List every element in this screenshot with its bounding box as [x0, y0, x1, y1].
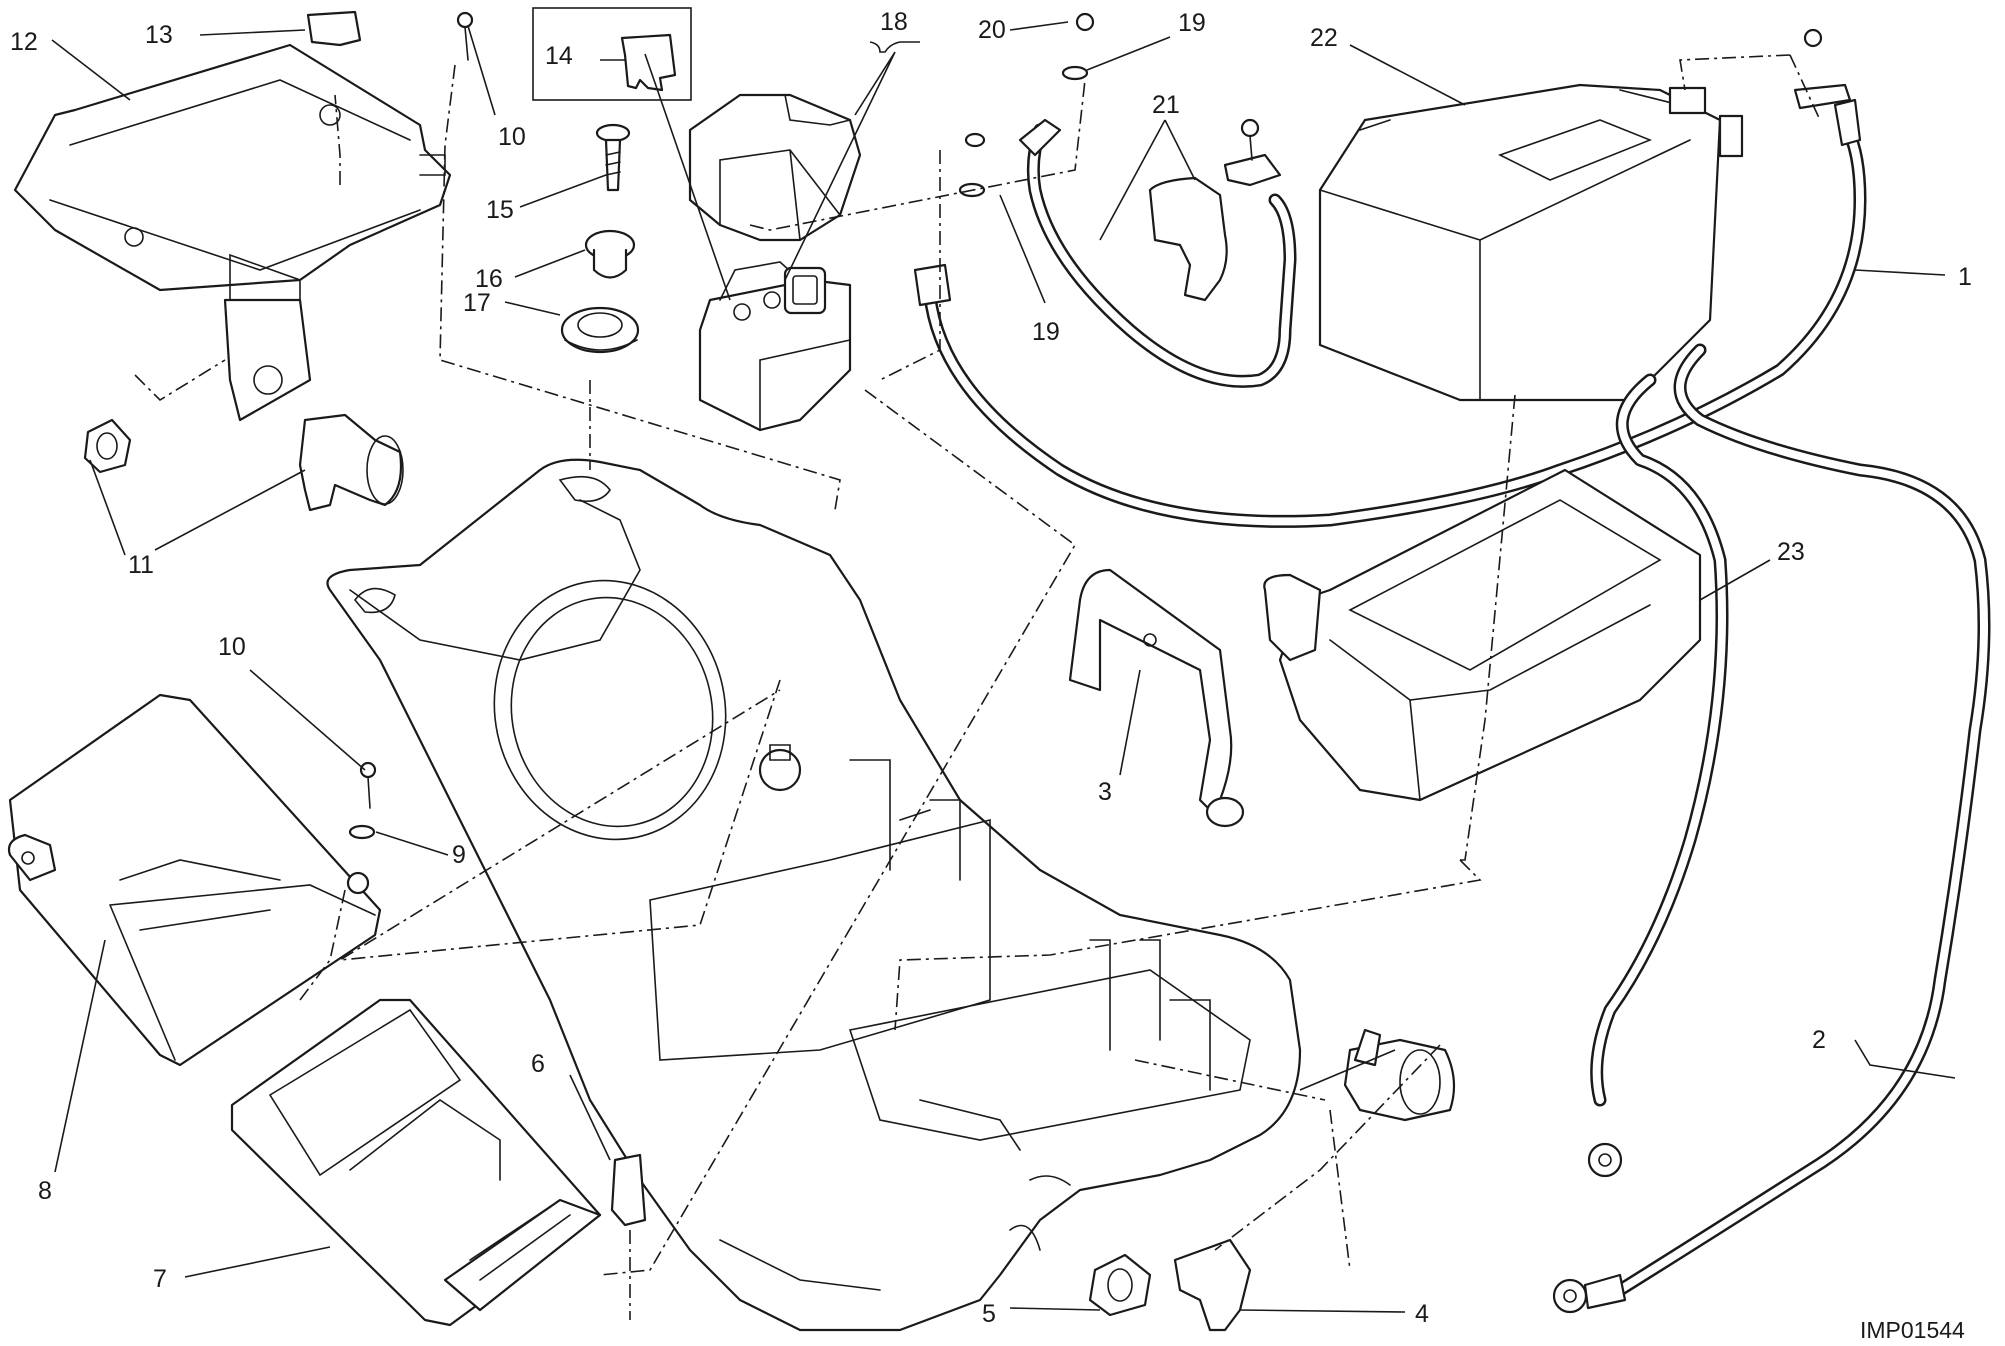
module-7	[230, 998, 602, 1327]
callout-10-top: 10	[498, 123, 526, 151]
callout-18: 18	[880, 8, 908, 36]
callout-9: 9	[452, 841, 466, 869]
callout-7: 7	[153, 1265, 167, 1293]
callout-13: 13	[145, 21, 173, 49]
callout-14: 14	[545, 42, 573, 70]
cable-21	[958, 12, 1282, 302]
callout-23: 23	[1777, 538, 1805, 566]
callout-15: 15	[486, 196, 514, 224]
callout-20: 20	[978, 16, 1006, 44]
callout-12: 12	[10, 28, 38, 56]
callouts: 1 2 3 4 5 6 7 8 9 10 10 11 12 13 14 15 1…	[10, 8, 1972, 1343]
callout-19-lower: 19	[1032, 318, 1060, 346]
control-unit-8	[7, 693, 382, 1067]
assembly-lines	[134, 54, 1821, 1320]
callout-16: 16	[475, 265, 503, 293]
relay-cover-18	[688, 93, 862, 242]
callout-17: 17	[463, 289, 491, 317]
callout-8: 8	[38, 1177, 52, 1205]
tab-13	[306, 10, 362, 47]
socket-11	[83, 413, 404, 512]
ecu-module	[13, 43, 452, 422]
callout-22: 22	[1310, 24, 1338, 52]
callout-10-lower: 10	[218, 633, 246, 661]
battery-22	[1318, 28, 1852, 402]
undertray	[326, 458, 1302, 1332]
battery-box-23	[1263, 468, 1702, 802]
callout-1: 1	[1958, 263, 1972, 291]
drawing-code: IMP01544	[1860, 1317, 1965, 1343]
clip-6	[610, 1153, 647, 1227]
callout-21: 21	[1152, 91, 1180, 119]
screw-10-9-lower	[348, 761, 377, 840]
screw-10-top	[456, 11, 474, 61]
callout-3: 3	[1098, 778, 1112, 806]
callout-6: 6	[531, 1050, 545, 1078]
leader-lines	[51, 21, 1956, 1313]
fastener-15-17	[560, 123, 640, 354]
bracket-3	[1068, 568, 1245, 828]
callout-4: 4	[1415, 1300, 1429, 1328]
callout-19-top: 19	[1178, 9, 1206, 37]
relay-block	[698, 261, 852, 432]
callout-5: 5	[982, 1300, 996, 1328]
callout-2: 2	[1812, 1026, 1826, 1054]
battery-cables	[913, 98, 1991, 1314]
callout-11: 11	[128, 551, 154, 579]
